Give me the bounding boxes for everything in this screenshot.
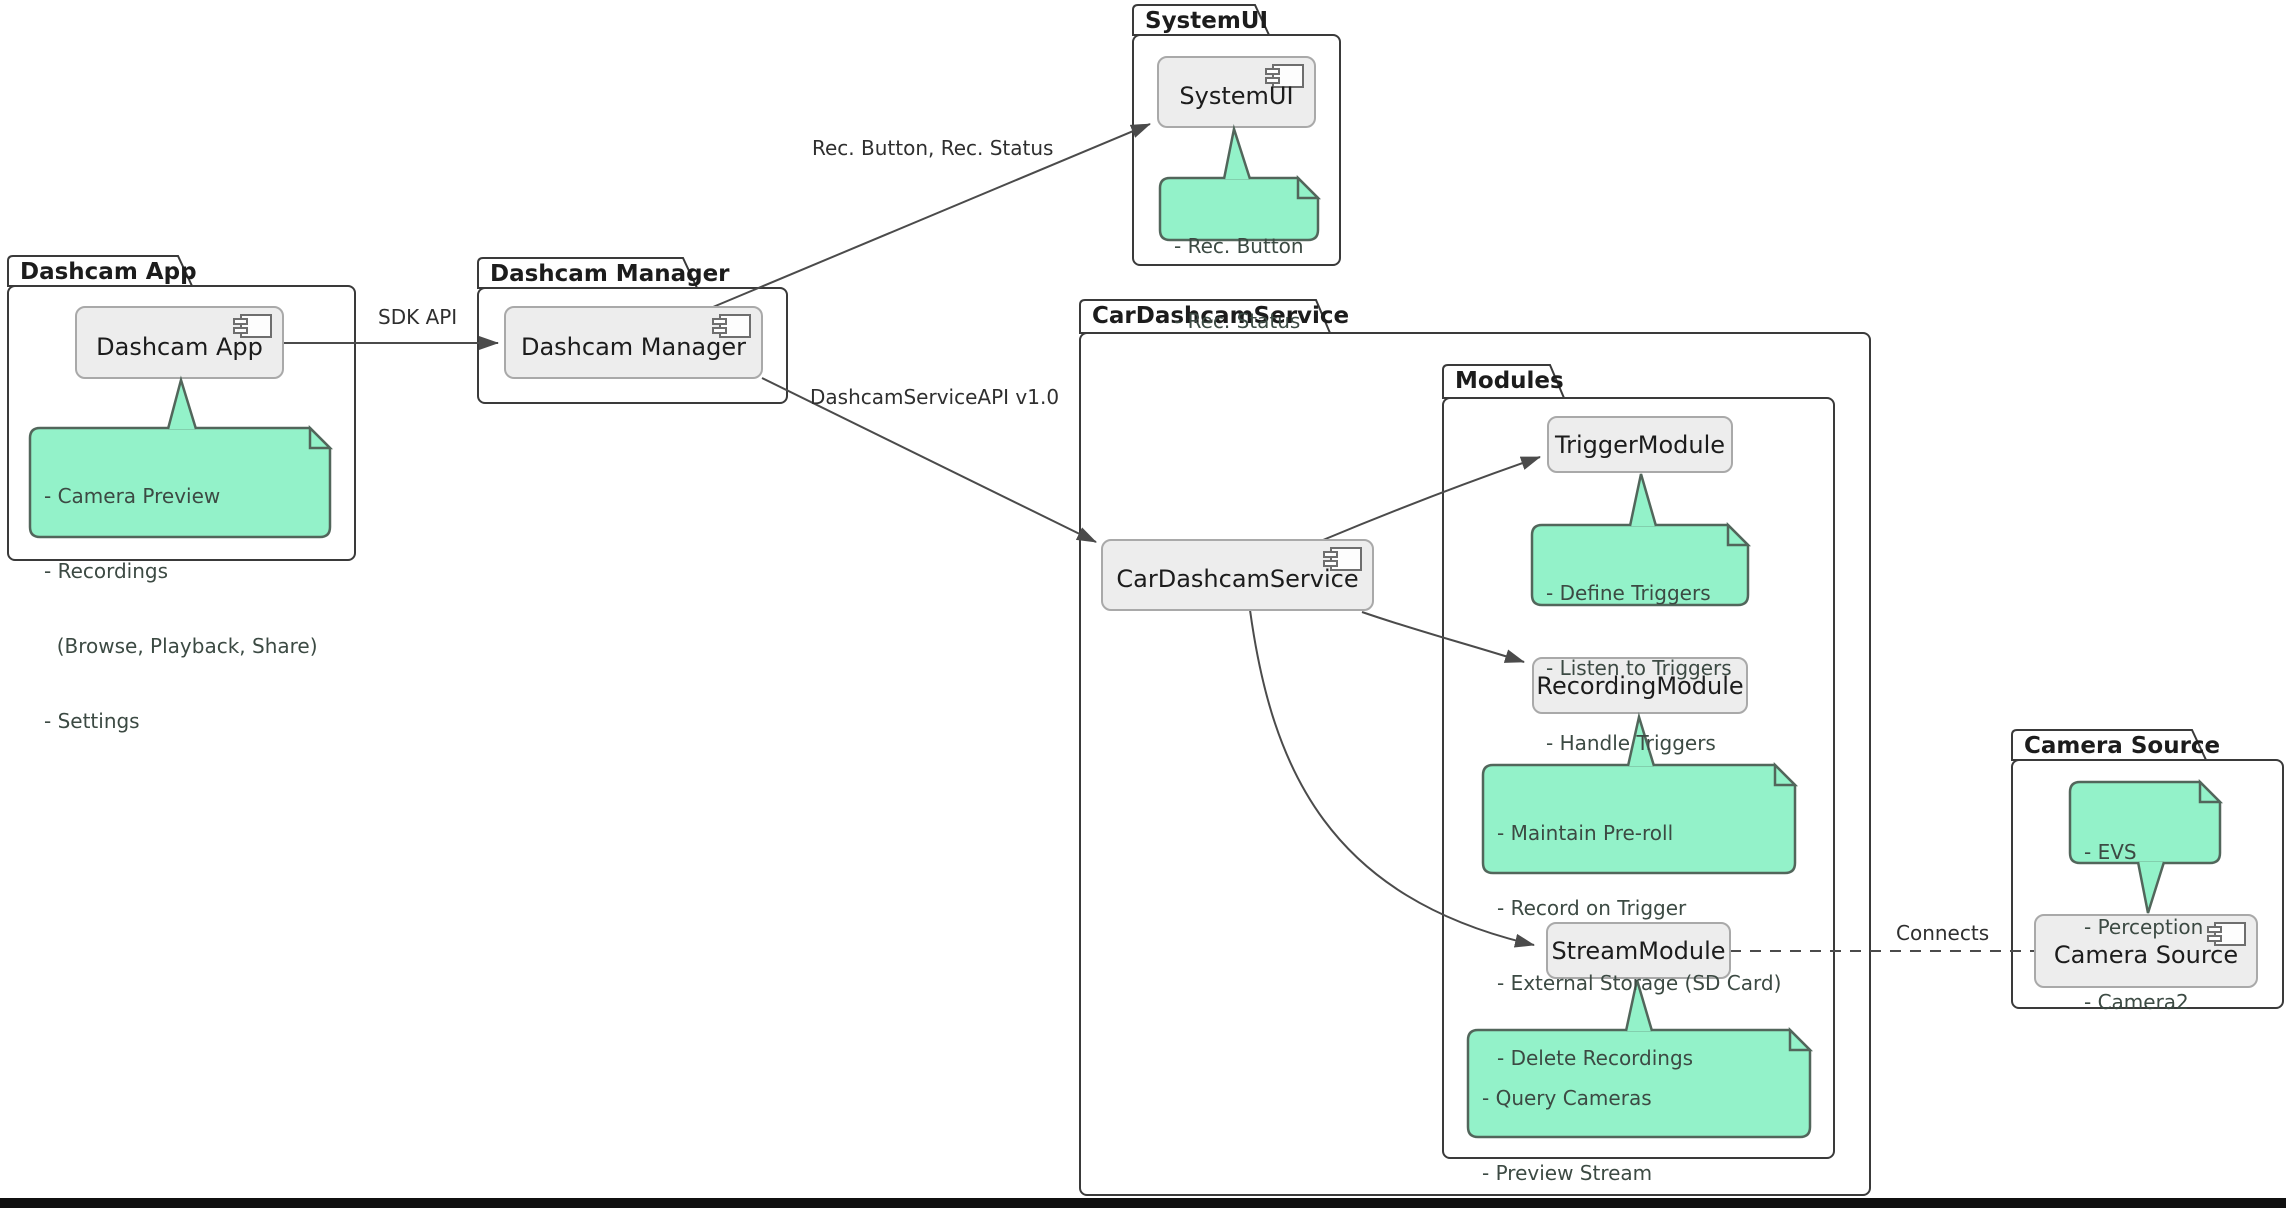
note-line: - Camera Preview: [44, 484, 221, 508]
note-line: - Query Cameras: [1482, 1086, 1652, 1110]
note-line: - Handle Triggers: [1546, 731, 1716, 755]
dashcam-app-package-tab: [7, 255, 194, 287]
camera-source-component-label: Camera Source: [2053, 941, 2239, 969]
stream-module-note-text: - Query Cameras - Preview Stream - Snaps…: [1482, 1036, 1802, 1208]
recording-module-note-text: - Maintain Pre-roll - Record on Trigger …: [1497, 771, 1781, 1121]
edge-label-connects: Connects: [1896, 921, 1990, 945]
note-line: - Maintain Pre-roll: [1497, 821, 1674, 845]
stream-module-label: StreamModule: [1551, 936, 1726, 965]
edge-service-to-stream: [1249, 609, 1535, 948]
edge-label-dashcam-service-api: DashcamServiceAPI v1.0: [810, 385, 1060, 409]
recording-module-box: [1532, 657, 1748, 714]
stream-module-note-fold: [1788, 1026, 1814, 1052]
recording-module-note: [1481, 763, 1797, 875]
systemui-package-tab: [1132, 4, 1271, 36]
systemui-note-fold: [1296, 174, 1322, 200]
recording-module-label: RecordingModule: [1536, 671, 1744, 700]
edge-dashcam-service-api: [761, 377, 1097, 543]
recording-module-note-tail: [1626, 712, 1656, 767]
note-line: - Settings: [44, 709, 140, 733]
camera-source-component-box: [2034, 914, 2258, 988]
camera-source-package-title: Camera Source: [2024, 733, 2221, 759]
edge-label-rec-button-status: Rec. Button, Rec. Status: [812, 136, 1054, 160]
dashcam-manager-package-tab: [477, 257, 699, 289]
trigger-module-note-fold: [1726, 521, 1752, 547]
note-line: - Perception: [2084, 915, 2204, 939]
car-dashcam-service-package-tab: [1079, 299, 1332, 334]
dashcam-manager-component-box: [504, 306, 763, 379]
dashcam-manager-component-label: Dashcam Manager: [520, 332, 746, 361]
bottom-bar: [0, 1198, 2286, 1208]
camera-source-package-tab: [2011, 729, 2208, 761]
component-icon: [2207, 922, 2246, 946]
stream-module-box: [1546, 922, 1731, 979]
note-line: - Delete Recordings: [1497, 1046, 1694, 1070]
trigger-module-note-text: - Define Triggers - Listen to Triggers -…: [1546, 531, 1732, 806]
stream-module-note-tail: [1624, 979, 1654, 1032]
recording-module-note-fold: [1773, 761, 1799, 787]
note-line: - Rec. Button: [1174, 234, 1304, 258]
systemui-note: [1158, 176, 1320, 242]
note-line: - Listen to Triggers: [1546, 656, 1732, 680]
systemui-package-title: SystemUI: [1145, 8, 1269, 34]
dashcam-app-note-fold: [308, 424, 334, 450]
note-line: - Rec. Status: [1174, 309, 1301, 333]
note-line: (Browse, Playback, Share): [44, 634, 318, 658]
systemui-note-tail: [1222, 124, 1252, 180]
systemui-note-text: - Rec. Button - Rec. Status: [1174, 184, 1304, 384]
edge-label-sdk-api: SDK API: [378, 305, 458, 329]
edge-service-to-trigger: [1322, 456, 1541, 541]
note-line: - Preview Stream: [1482, 1161, 1653, 1185]
edge-rec-button-status: [712, 123, 1151, 308]
systemui-component-label: SystemUI: [1179, 82, 1294, 110]
dashcam-manager-package-title: Dashcam Manager: [490, 261, 730, 287]
camera-source-note-text: - EVS - Perception - Camera2: [2084, 790, 2203, 1065]
trigger-module-label: TriggerModule: [1554, 430, 1726, 459]
trigger-module-note: [1530, 523, 1750, 607]
dashcam-app-note-tail: [166, 375, 198, 430]
component-icon: [1323, 547, 1362, 571]
stream-module-note: [1466, 1028, 1812, 1139]
component-icon: [233, 314, 272, 338]
note-line: - Camera2: [2084, 990, 2189, 1014]
dashcam-app-component-label: Dashcam App: [96, 332, 263, 361]
edge-service-to-recording: [1361, 611, 1525, 663]
car-dashcam-service-component-label: CarDashcamService: [1116, 565, 1359, 593]
note-line: - External Storage (SD Card): [1497, 971, 1782, 995]
component-icon: [1265, 64, 1304, 88]
note-line: - Define Triggers: [1546, 581, 1711, 605]
dashcam-app-note-text: - Camera Preview - Recordings (Browse, P…: [44, 434, 318, 784]
modules-package-title: Modules: [1455, 368, 1564, 394]
camera-source-note: [2068, 780, 2222, 865]
car-dashcam-service-component-box: [1101, 539, 1374, 611]
trigger-module-note-tail: [1628, 473, 1658, 527]
camera-source-note-tail: [2136, 861, 2166, 914]
dashcam-app-package-title: Dashcam App: [20, 259, 197, 285]
dashcam-app-note: [28, 426, 332, 539]
car-dashcam-service-package-title: CarDashcamService: [1092, 303, 1350, 329]
dashcam-app-component-box: [75, 306, 284, 379]
modules-package-tab: [1442, 364, 1566, 399]
note-line: - Record on Trigger: [1497, 896, 1687, 920]
component-icon: [712, 314, 751, 338]
trigger-module-box: [1547, 416, 1733, 473]
note-line: - EVS: [2084, 840, 2137, 864]
camera-source-note-fold: [2198, 778, 2224, 804]
note-line: - Recordings: [44, 559, 169, 583]
